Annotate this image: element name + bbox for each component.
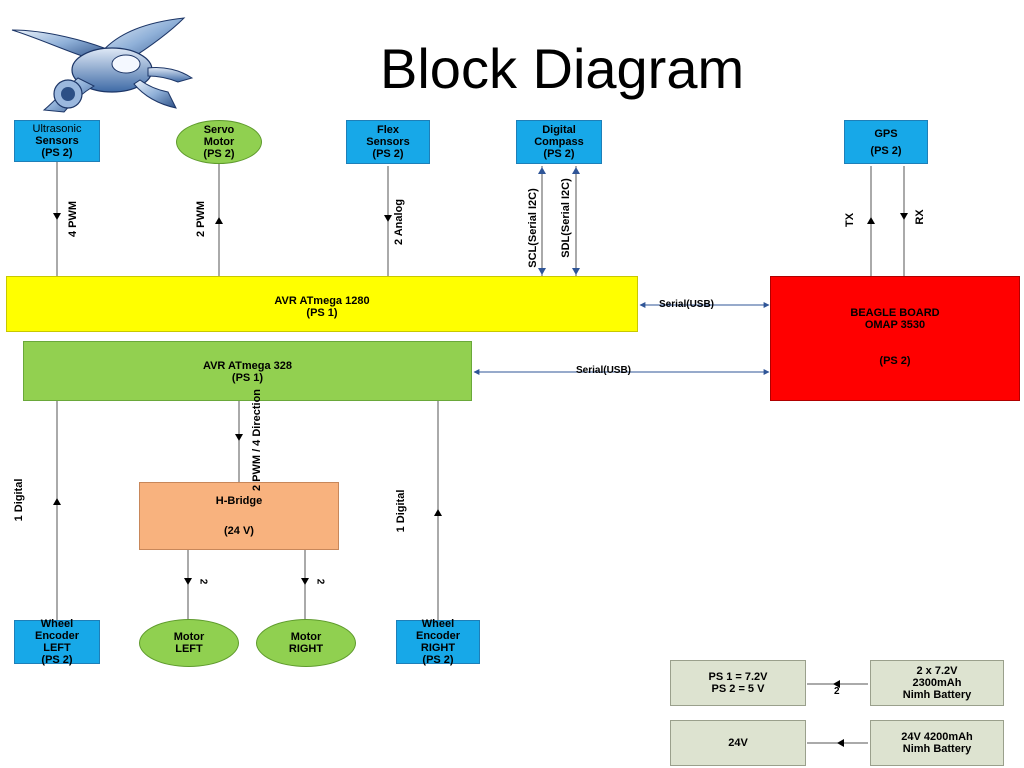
battery-wire-count: 2	[834, 686, 840, 697]
node-label: Sensors	[366, 136, 410, 148]
node-label: Servo	[203, 124, 235, 136]
node-label: Digital	[542, 124, 576, 136]
node-label: (PS 1)	[306, 307, 338, 319]
node-label: 24V 4200mAh	[901, 731, 973, 743]
node-label: Flex	[376, 124, 399, 136]
node-label: 2300mAh	[912, 677, 962, 689]
h-bridge-block: H-Bridge (24 V)	[139, 482, 339, 550]
robot-jet-logo-icon	[11, 17, 194, 113]
node-label: Motor	[173, 631, 205, 643]
node-label: Encoder	[34, 630, 79, 642]
node-label: Motor	[290, 631, 322, 643]
node-label: (PS 2)	[41, 147, 73, 159]
node-label: (PS 2)	[203, 148, 235, 160]
wheel-encoder-right-block: Wheel Encoder RIGHT (PS 2)	[396, 618, 480, 666]
digital-left-label: 1 Digital	[13, 478, 25, 522]
node-label: LEFT	[175, 643, 203, 655]
motor-left-wire-count: 2	[197, 578, 209, 585]
scl-i2c-label: SCL(Serial I2C)	[527, 188, 539, 268]
node-label: (PS 2)	[870, 144, 902, 157]
servo-motor-block: Servo Motor (PS 2)	[176, 120, 262, 164]
servo-pwm-label: 2 PWM	[195, 200, 207, 238]
gps-block: GPS (PS 2)	[844, 120, 928, 164]
node-label: OMAP 3530	[864, 319, 926, 331]
power-24v-block: 24V	[670, 720, 806, 766]
node-label: Nimh Battery	[902, 689, 972, 701]
motor-left-block: Motor LEFT	[139, 619, 239, 667]
node-label: AVR ATmega 328	[202, 360, 293, 372]
node-label: H-Bridge	[215, 495, 263, 507]
node-label: (PS 2)	[372, 148, 404, 160]
node-label: Sensors	[35, 135, 79, 147]
pwm-direction-label: 2 PWM / 4 Direction	[251, 388, 263, 492]
flex-analog-label: 2 Analog	[393, 198, 405, 246]
node-label: 24V	[728, 737, 748, 749]
node-label: (PS 2)	[879, 355, 911, 367]
node-label: BEAGLE BOARD	[850, 307, 940, 319]
node-label: GPS	[874, 127, 898, 140]
digital-compass-block: Digital Compass (PS 2)	[516, 120, 602, 164]
node-label: Wheel	[421, 618, 455, 630]
node-label: PS 2 = 5 V	[711, 683, 765, 695]
node-label: RIGHT	[288, 643, 324, 655]
node-label: AVR ATmega 1280	[274, 295, 370, 307]
node-label: 2 x 7.2V	[916, 665, 958, 677]
serial-usb-label-328: Serial(USB)	[576, 365, 632, 376]
power-supply-block: PS 1 = 7.2V PS 2 = 5 V	[670, 660, 806, 706]
sdl-i2c-label: SDL(Serial I2C)	[560, 178, 572, 258]
node-label: (24 V)	[224, 525, 254, 537]
flex-sensors-block: Flex Sensors (PS 2)	[346, 120, 430, 164]
avr-atmega-328-block: AVR ATmega 328 (PS 1)	[23, 341, 472, 401]
battery-24v-block: 24V 4200mAh Nimh Battery	[870, 720, 1004, 766]
node-label: (PS 1)	[231, 372, 264, 384]
node-label: (PS 2)	[543, 148, 575, 160]
digital-right-label: 1 Digital	[395, 489, 407, 533]
node-label: RIGHT	[420, 642, 456, 654]
gps-tx-label: TX	[844, 212, 856, 228]
motor-right-wire-count: 2	[314, 578, 326, 585]
node-label: Encoder	[415, 630, 460, 642]
node-label: Motor	[203, 136, 235, 148]
node-label: Wheel	[40, 618, 74, 630]
ultrasonic-sensors-block: Ultrasonic Sensors (PS 2)	[14, 120, 100, 162]
beagle-board-block: BEAGLE BOARD OMAP 3530 (PS 2)	[770, 276, 1020, 401]
node-label: Ultrasonic	[32, 123, 82, 135]
node-label: (PS 2)	[41, 654, 73, 666]
wheel-encoder-left-block: Wheel Encoder LEFT (PS 2)	[14, 618, 100, 666]
page-title: Block Diagram	[380, 37, 745, 100]
node-label: Nimh Battery	[902, 743, 972, 755]
node-label: Compass	[534, 136, 584, 148]
ultrasonic-pwm-label: 4 PWM	[67, 200, 79, 238]
node-label: (PS 2)	[422, 654, 454, 666]
node-label: PS 1 = 7.2V	[708, 671, 768, 683]
gps-rx-label: RX	[914, 209, 926, 225]
battery-7v2-block: 2 x 7.2V 2300mAh Nimh Battery	[870, 660, 1004, 706]
motor-right-block: Motor RIGHT	[256, 619, 356, 667]
serial-usb-label-1280: Serial(USB)	[659, 299, 715, 310]
node-label: LEFT	[43, 642, 71, 654]
avr-atmega-1280-block: AVR ATmega 1280 (PS 1)	[6, 276, 638, 332]
